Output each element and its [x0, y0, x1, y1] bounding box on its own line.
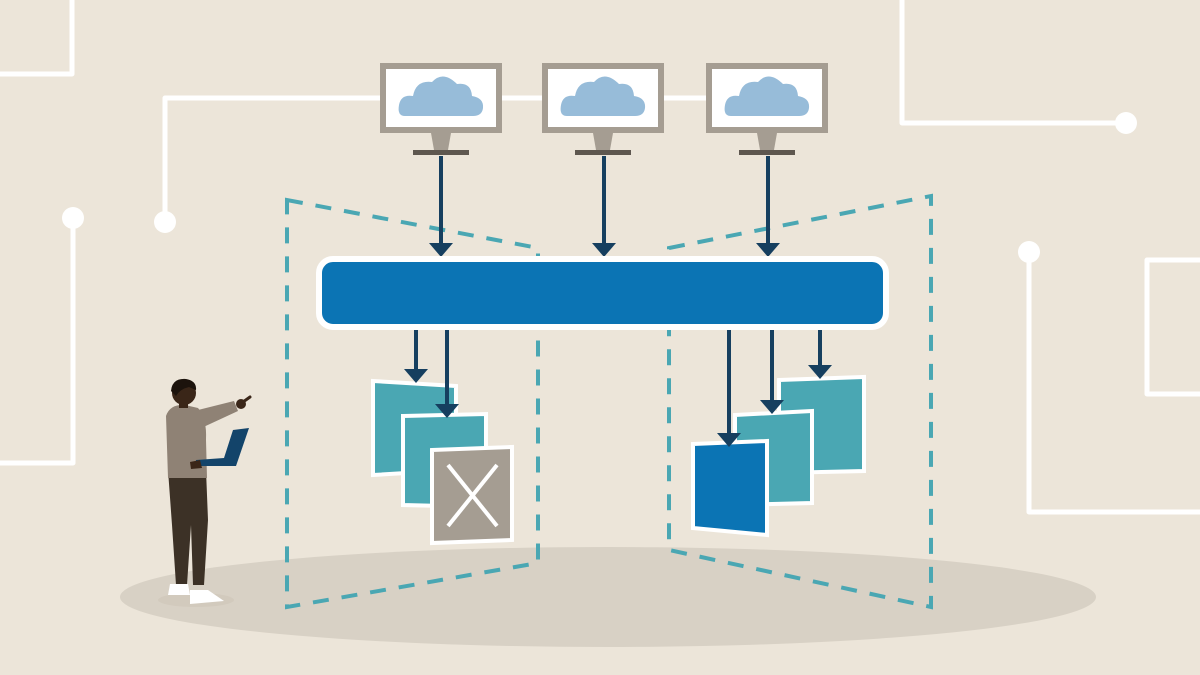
arrow-down-icon	[429, 156, 453, 257]
circuit-line-right	[1026, 249, 1200, 515]
monitor-stand	[431, 133, 451, 150]
circuit-line-top-left	[0, 0, 75, 77]
cloud-icon	[560, 76, 646, 116]
monitor-base	[413, 150, 469, 155]
monitor-3	[706, 63, 828, 155]
arrow-down-icon	[435, 330, 459, 418]
accepted-document	[691, 438, 769, 538]
person-shoe	[168, 584, 190, 595]
output-arrows	[404, 330, 832, 447]
input-arrows	[429, 156, 780, 257]
person-shoe	[190, 590, 224, 604]
circuit-nodes	[62, 112, 1137, 263]
arrow-down-icon	[404, 330, 428, 383]
circuit-line-top-right	[899, 0, 1128, 126]
arrow-down-icon	[756, 156, 780, 257]
monitor-stand	[757, 133, 777, 150]
monitor-base	[739, 150, 795, 155]
arrow-down-icon	[592, 156, 616, 257]
circuit-lines	[0, 0, 1200, 515]
arrow-down-icon	[717, 330, 741, 447]
arrow-down-icon	[760, 330, 784, 414]
monitor-1	[380, 63, 502, 155]
person-legs	[168, 470, 208, 585]
circuit-line-far-right	[1144, 257, 1200, 397]
source-monitors	[380, 63, 828, 155]
rejected-document	[430, 444, 514, 546]
person-pointer-finger	[241, 395, 252, 404]
person-hand-laptop	[190, 460, 202, 469]
laptop-icon	[196, 428, 249, 466]
right-dashed-frame	[667, 193, 933, 610]
circuit-node	[1018, 241, 1040, 263]
dashed-frames	[285, 193, 933, 610]
presenter-person	[158, 378, 252, 607]
circuit-line-left-upper	[162, 95, 383, 223]
circuit-line-left-lower	[0, 215, 76, 466]
circuit-node	[1115, 112, 1137, 134]
arrow-down-icon	[808, 330, 832, 379]
message-bus-bar	[316, 256, 889, 330]
person-hair	[171, 378, 197, 396]
cloud-icon	[398, 76, 484, 116]
x-mark-icon	[446, 463, 499, 528]
person-arm-pointing	[190, 401, 238, 430]
right-document-stack	[691, 374, 866, 538]
monitor-base	[575, 150, 631, 155]
left-dashed-frame	[285, 197, 540, 610]
circuit-node	[62, 207, 84, 229]
floor-shadow	[120, 547, 1096, 647]
cloud-icon	[724, 76, 810, 116]
circuit-node	[154, 211, 176, 233]
monitor-2	[542, 63, 664, 155]
left-document-stack	[371, 378, 514, 546]
monitor-stand	[593, 133, 613, 150]
